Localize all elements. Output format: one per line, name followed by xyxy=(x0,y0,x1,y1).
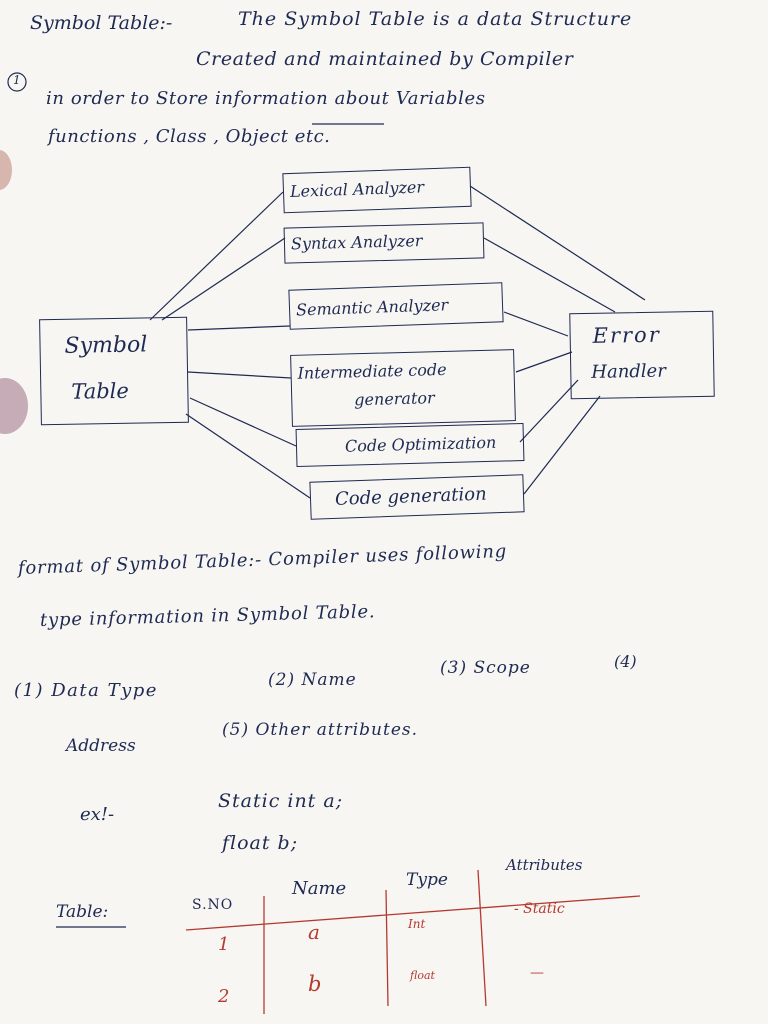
table-cell: - Static xyxy=(514,901,565,917)
symbol-table-label-2: Table xyxy=(71,378,130,404)
table-header-type: Type xyxy=(406,870,448,890)
phase-semantic-analyzer: Semantic Analyzer xyxy=(288,282,504,330)
phase-lexical-analyzer: Lexical Analyzer xyxy=(282,166,472,214)
error-handler-label-2: Handler xyxy=(591,360,667,383)
table-cell: Int xyxy=(408,917,426,931)
intro-line-2: Created and maintained by Compiler xyxy=(196,48,574,70)
format-item-4: (4) xyxy=(614,652,637,671)
format-item-4-address: Address xyxy=(66,736,136,756)
intro-line-1: The Symbol Table is a data Structure xyxy=(238,8,633,30)
phase-label-cont: generator xyxy=(354,388,435,410)
phase-label: Syntax Analyzer xyxy=(290,230,423,254)
format-item-2: (2) Name xyxy=(268,670,357,690)
table-cell: a xyxy=(308,920,320,944)
error-handler-box: Error Handler xyxy=(569,310,715,400)
table-label: Table: xyxy=(56,902,109,922)
table-cell: 2 xyxy=(218,986,230,1007)
table-cell: float xyxy=(410,969,435,982)
table-header-sno: S.NO xyxy=(192,897,234,913)
format-item-1: (1) Data Type xyxy=(14,680,158,701)
table-cell: 1 xyxy=(218,934,230,955)
intro-line-4: functions , Class , Object etc. xyxy=(48,126,331,147)
intro-heading: Symbol Table:- xyxy=(30,12,173,34)
error-handler-label-1: Error xyxy=(592,322,661,348)
format-item-3: (3) Scope xyxy=(440,658,531,678)
intro-marker: 1 xyxy=(13,73,21,87)
phase-label: Semantic Analyzer xyxy=(295,295,449,320)
example-code-1: Static int a; xyxy=(218,790,344,812)
table-header-name: Name xyxy=(292,878,347,899)
example-code-2: float b; xyxy=(222,832,299,854)
table-cell: — xyxy=(530,965,544,981)
symbol-table-box: Symbol Table xyxy=(39,316,189,426)
example-label: ex!- xyxy=(80,804,115,825)
phase-code-optimization: Code Optimization xyxy=(295,423,525,467)
phase-label: Code generation xyxy=(334,483,487,510)
table-cell: b xyxy=(308,972,322,996)
phase-syntax-analyzer: Syntax Analyzer xyxy=(283,222,485,264)
phase-label: Lexical Analyzer xyxy=(289,177,425,202)
symbol-table-label-1: Symbol xyxy=(64,332,148,359)
phase-label: Intermediate code xyxy=(297,359,447,383)
table-header-attributes: Attributes xyxy=(506,856,583,874)
finger-shadow-top xyxy=(0,150,12,190)
phase-label: Code Optimization xyxy=(344,432,497,456)
phase-code-generation: Code generation xyxy=(309,474,525,520)
intro-line-3: in order to Store information about Vari… xyxy=(46,88,486,109)
phase-intermediate-code-generator: Intermediate code generator xyxy=(290,349,516,427)
format-item-5: (5) Other attributes. xyxy=(222,720,419,740)
